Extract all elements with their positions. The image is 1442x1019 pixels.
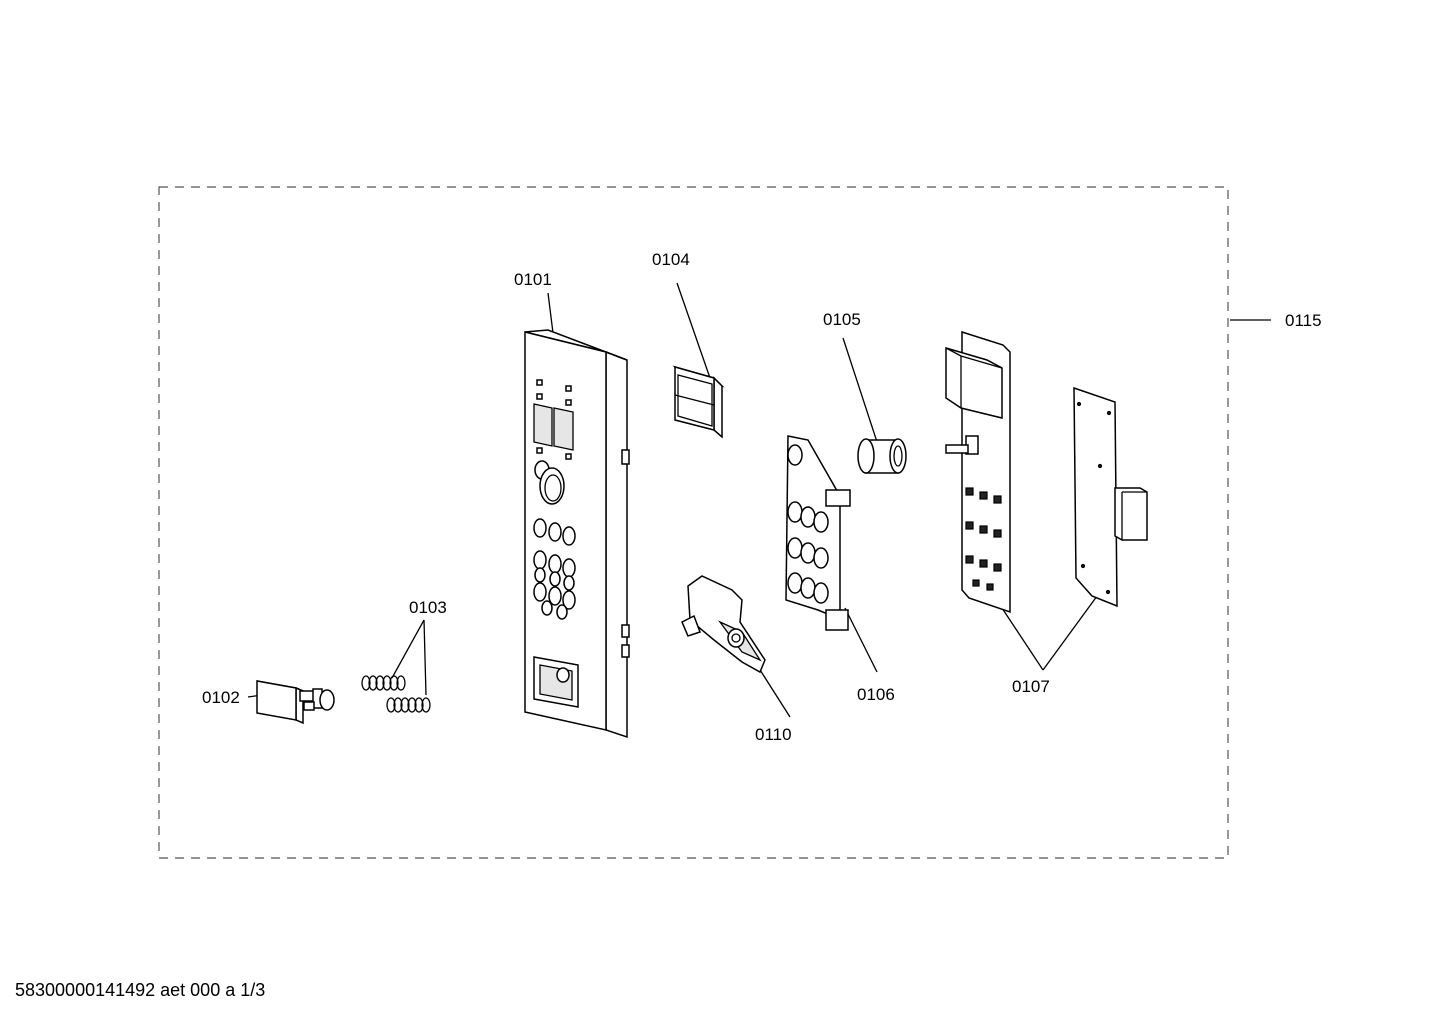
part-0105-knob [857, 438, 907, 474]
label-0104: 0104 [652, 250, 690, 269]
leader-lines [247, 282, 1271, 718]
part-0104-display [672, 365, 725, 439]
assembly-boundary [158, 186, 1229, 859]
part-0107-back-plate [1073, 386, 1148, 608]
label-0103: 0103 [409, 598, 447, 617]
label-0110: 0110 [755, 725, 792, 744]
document-code: 58300000141492 aet 000 a 1/3 [15, 980, 266, 1000]
panel-button-grid [533, 518, 576, 620]
part-0102-button-key [256, 680, 335, 725]
label-0101: 0101 [514, 270, 552, 289]
part-0106-keypad-mat [785, 435, 851, 631]
part-0101-control-panel [524, 329, 630, 739]
part-0103-springs [361, 675, 431, 713]
part-0110-mechanism [681, 575, 766, 674]
board-switches [965, 487, 1002, 591]
label-0102: 0102 [202, 688, 240, 707]
part-0107-circuit-board [945, 330, 1011, 614]
label-0115: 0115 [1285, 311, 1322, 330]
label-0106: 0106 [857, 685, 895, 704]
label-0105: 0105 [823, 310, 861, 329]
label-0107: 0107 [1012, 677, 1050, 696]
